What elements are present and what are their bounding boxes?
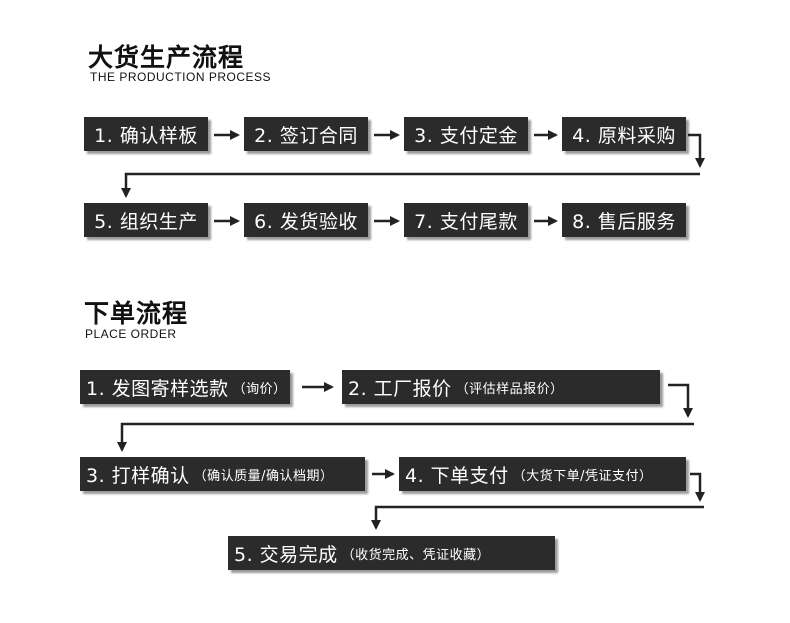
production-step-6: 6. 发货验收 — [244, 203, 368, 237]
step-label: 5. 组织生产 — [94, 210, 198, 233]
order-step-4: 4. 下单支付（大货下单/凭证支付） — [399, 457, 686, 491]
production-step-5: 5. 组织生产 — [84, 203, 208, 237]
step-label: 4. 下单支付 — [405, 464, 509, 487]
step-label: 3. 支付定金 — [414, 124, 518, 147]
step-label: 2. 工厂报价 — [348, 377, 452, 400]
order-step-1: 1. 发图寄样选款（询价） — [80, 370, 290, 404]
step-note: （评估样品报价） — [455, 381, 564, 397]
step-label: 1. 确认样板 — [94, 124, 198, 147]
step-label: 5. 交易完成 — [234, 543, 338, 566]
elbow-down-arrow-icon — [117, 422, 694, 452]
elbow-down-arrow-icon — [690, 472, 705, 502]
elbow-down-arrow-icon — [668, 383, 693, 418]
section2-subtitle: PLACE ORDER — [85, 327, 177, 341]
step-label: 7. 支付尾款 — [414, 210, 518, 233]
production-step-7: 7. 支付尾款 — [404, 203, 528, 237]
step-note: （确认质量/确认档期） — [193, 468, 334, 484]
elbow-down-arrow-icon — [121, 172, 700, 198]
section1-subtitle: THE PRODUCTION PROCESS — [90, 70, 272, 84]
production-step-4: 4. 原料采购 — [562, 117, 686, 151]
step-label: 8. 售后服务 — [572, 210, 676, 233]
step-note: （询价） — [232, 381, 287, 397]
production-step-2: 2. 签订合同 — [244, 117, 368, 151]
step-label: 1. 发图寄样选款 — [86, 377, 229, 400]
step-note: （大货下单/凭证支付） — [512, 468, 653, 484]
step-label: 4. 原料采购 — [572, 124, 676, 147]
step-label: 3. 打样确认 — [86, 464, 190, 487]
step-note: （收货完成、凭证收藏） — [341, 547, 491, 563]
elbow-down-arrow-icon — [688, 133, 705, 168]
production-step-8: 8. 售后服务 — [562, 203, 686, 237]
step-label: 6. 发货验收 — [254, 210, 358, 233]
section1-title: 大货生产流程 — [88, 43, 245, 72]
production-step-3: 3. 支付定金 — [404, 117, 528, 151]
section2-title: 下单流程 — [84, 299, 189, 328]
elbow-down-arrow-icon — [371, 505, 704, 530]
production-step-1: 1. 确认样板 — [84, 117, 208, 151]
order-step-2: 2. 工厂报价（评估样品报价） — [342, 370, 660, 404]
order-step-3: 3. 打样确认（确认质量/确认档期） — [80, 457, 365, 491]
order-step-5: 5. 交易完成（收货完成、凭证收藏） — [228, 536, 555, 570]
step-label: 2. 签订合同 — [254, 124, 358, 147]
